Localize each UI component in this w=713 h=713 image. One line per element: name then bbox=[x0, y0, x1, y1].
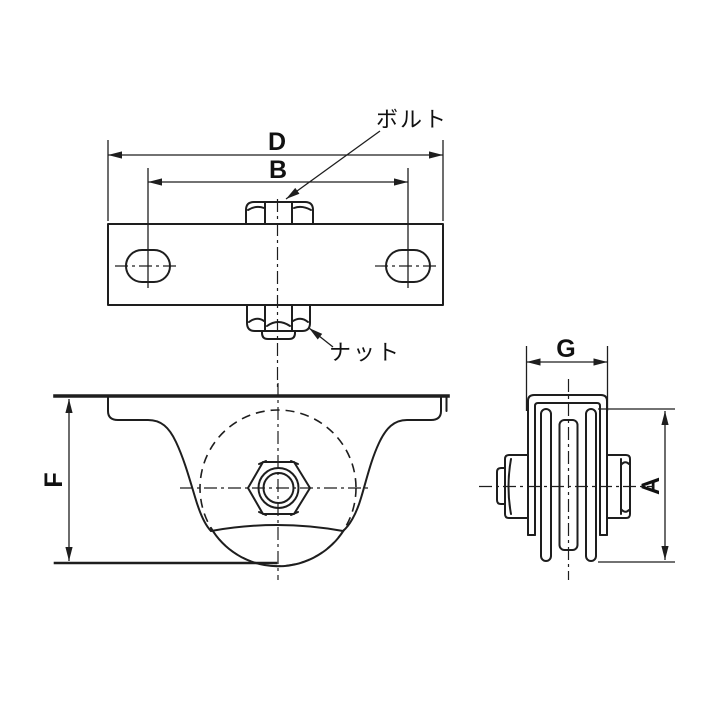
nut-chamfer-middle bbox=[266, 321, 291, 327]
mount-hole-left bbox=[115, 249, 178, 283]
channel-bracket bbox=[527, 394, 608, 536]
dimension-g: G bbox=[525, 335, 609, 411]
side-view: G bbox=[479, 335, 675, 580]
bolt-head-top-view bbox=[245, 201, 314, 225]
nut-chamfer-left bbox=[248, 317, 265, 323]
nut-leader-arrow bbox=[308, 327, 334, 348]
mount-hole-right bbox=[375, 249, 438, 283]
hex-bevel-bottom-left bbox=[258, 511, 267, 516]
dim-b-label: B bbox=[269, 156, 287, 184]
bolt-chamfer-right bbox=[293, 205, 312, 211]
wheel-flange-right bbox=[585, 408, 597, 562]
nut-chamfer-right bbox=[292, 317, 309, 323]
bolt-leader-arrow bbox=[285, 130, 381, 200]
wheel-flange-left bbox=[540, 408, 552, 562]
dim-f-label: F bbox=[40, 472, 68, 487]
nut-outline bbox=[246, 304, 311, 332]
channel-outer bbox=[527, 394, 608, 536]
dimension-a: A bbox=[598, 408, 675, 563]
callout-nut: ナット bbox=[308, 327, 401, 365]
bracket-bottom-arch bbox=[210, 524, 344, 532]
dim-g-label: G bbox=[556, 335, 575, 363]
bolt-chamfer-left bbox=[247, 205, 265, 211]
nut-top-view bbox=[246, 304, 311, 340]
bolt-callout-label: ボルト bbox=[376, 107, 448, 132]
bolt-tip bbox=[261, 330, 296, 340]
top-view: D B bbox=[107, 107, 448, 388]
bracket-profile-right bbox=[342, 396, 442, 532]
nut-side-chamfer-top bbox=[620, 461, 630, 466]
nut-callout-label: ナット bbox=[329, 340, 401, 365]
dim-d-label: D bbox=[268, 128, 286, 156]
mounting-plate-outline bbox=[107, 223, 444, 306]
wheel-bottom-arc bbox=[210, 527, 345, 568]
bracket-profile-left bbox=[107, 396, 212, 532]
dimension-f: F bbox=[40, 399, 73, 561]
dimension-d: D bbox=[107, 128, 444, 221]
hex-bevel-bottom-right bbox=[290, 511, 299, 516]
callout-bolt: ボルト bbox=[285, 107, 448, 200]
channel-inner bbox=[534, 402, 601, 536]
nut-side-chamfer-bottom bbox=[620, 508, 630, 513]
front-view: F bbox=[40, 383, 450, 580]
hex-bevel-top-left bbox=[258, 460, 267, 465]
hex-bevel-top-right bbox=[290, 460, 299, 465]
dimension-b: B bbox=[147, 156, 409, 288]
bolt-head-outline bbox=[245, 201, 314, 225]
